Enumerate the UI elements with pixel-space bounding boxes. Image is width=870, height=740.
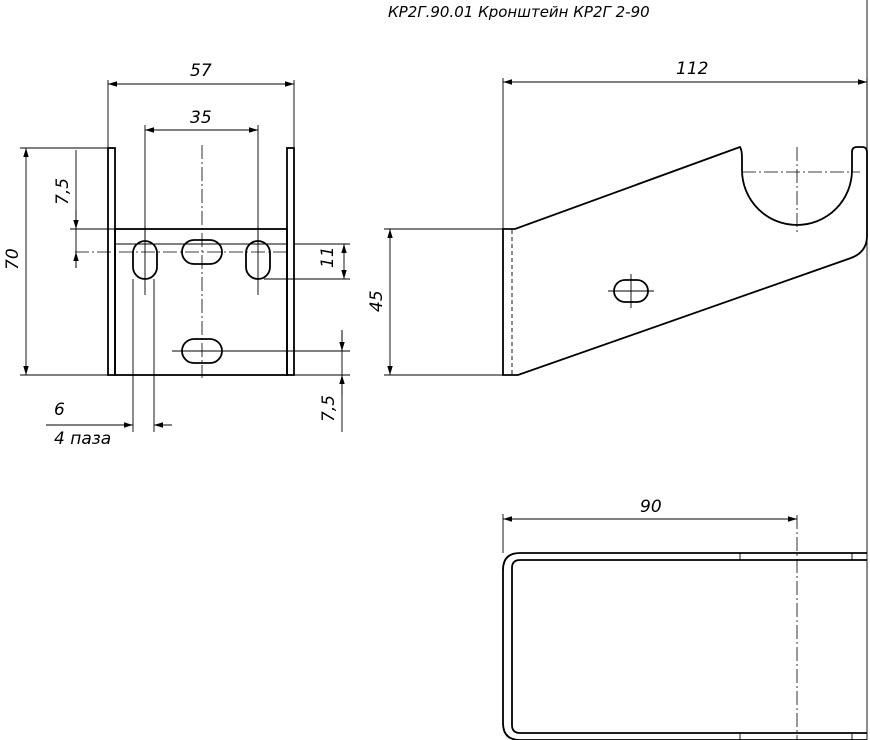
- back-plate: [114, 228, 288, 376]
- front-view: 57 35 70 7,5 11 7,5 6: [3, 61, 350, 449]
- drawing-title: КР2Г.90.01 Кронштейн КР2Г 2-90: [388, 3, 650, 21]
- left-flange: [107, 147, 116, 376]
- dim-length-112: 112: [676, 59, 708, 79]
- bracket-profile: [502, 145, 868, 376]
- inner-contour: [511, 559, 867, 734]
- dim-slot-width-6: 6: [54, 400, 65, 420]
- outer-contour: [502, 552, 867, 740]
- dim-height-70: 70: [3, 248, 23, 270]
- top-view: 90: [502, 497, 867, 740]
- dim-slot-spacing-35: 35: [190, 108, 212, 128]
- dim-top-offset: 7,5: [53, 178, 73, 205]
- note-slot-count: 4 паза: [54, 429, 111, 449]
- side-view: 112 45: [367, 59, 868, 376]
- dim-height-45: 45: [367, 290, 387, 312]
- dim-width-57: 57: [190, 61, 212, 81]
- dim-slot-height-11: 11: [318, 246, 338, 268]
- right-flange: [286, 147, 295, 376]
- dim-length-90: 90: [640, 497, 662, 517]
- dim-bottom-offset: 7,5: [319, 395, 339, 422]
